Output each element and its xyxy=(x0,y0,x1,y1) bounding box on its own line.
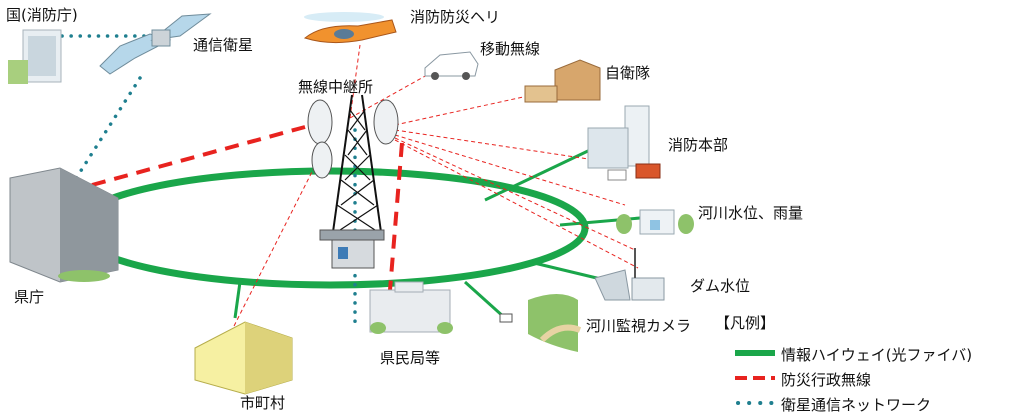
legend-title: 【凡例】 xyxy=(715,314,776,332)
label-mobile: 移動無線 xyxy=(480,40,541,58)
radio-link-regional xyxy=(388,142,404,291)
dam-illustration xyxy=(594,248,665,301)
radio-link-prefecture xyxy=(91,125,306,187)
river-gauge-illustration xyxy=(616,209,694,235)
radio-links xyxy=(91,44,639,331)
fiber-link-municipality xyxy=(233,281,242,319)
camera-illustration xyxy=(499,294,582,352)
fiber-link-fire-hq xyxy=(484,148,591,202)
legend-item-radio: 防災行政無線 xyxy=(733,368,1023,389)
legend-swatch-dashed xyxy=(735,376,775,380)
legend-swatch-dotted xyxy=(736,401,777,405)
legend-label-satellite: 衛星通信ネットワーク xyxy=(781,396,932,414)
municipality-building-illustration xyxy=(194,321,293,395)
label-satellite: 通信衛星 xyxy=(193,36,254,54)
satellite-links xyxy=(60,34,357,327)
label-sdf: 自衛隊 xyxy=(605,64,651,82)
label-fire-hq: 消防本部 xyxy=(668,136,729,154)
label-national: 国(消防庁) xyxy=(6,6,78,24)
national-building-illustration xyxy=(8,29,62,84)
sdf-building-illustration xyxy=(524,59,601,103)
fire-hq-illustration xyxy=(587,105,661,181)
label-regional: 県民局等 xyxy=(380,349,441,367)
label-camera: 河川監視カメラ xyxy=(586,317,692,335)
mobile-car-illustration xyxy=(424,51,479,80)
legend-item-fiber: 情報ハイウェイ(光ファイバ) xyxy=(733,343,1023,364)
fiber-link-dam xyxy=(529,260,606,282)
label-river-level: 河川水位、雨量 xyxy=(698,204,804,222)
label-helicopter: 消防防災ヘリ xyxy=(410,8,501,26)
legend-label-radio: 防災行政無線 xyxy=(781,371,872,389)
legend-item-satellite: 衛星通信ネットワーク xyxy=(733,393,1023,414)
satellite-illustration xyxy=(99,13,212,75)
legend-swatch-solid xyxy=(735,350,775,356)
relay-tower-illustration xyxy=(307,94,399,269)
legend-label-fiber: 情報ハイウェイ(光ファイバ) xyxy=(781,346,973,364)
label-prefecture: 県庁 xyxy=(14,288,45,306)
label-relay: 無線中継所 xyxy=(298,78,374,96)
fiber-link-camera xyxy=(463,280,507,320)
prefecture-building-illustration xyxy=(9,167,119,283)
regional-office-illustration xyxy=(369,281,453,334)
label-municipality: 市町村 xyxy=(240,394,286,412)
helicopter-illustration xyxy=(303,12,397,44)
label-dam: ダム水位 xyxy=(690,277,751,295)
